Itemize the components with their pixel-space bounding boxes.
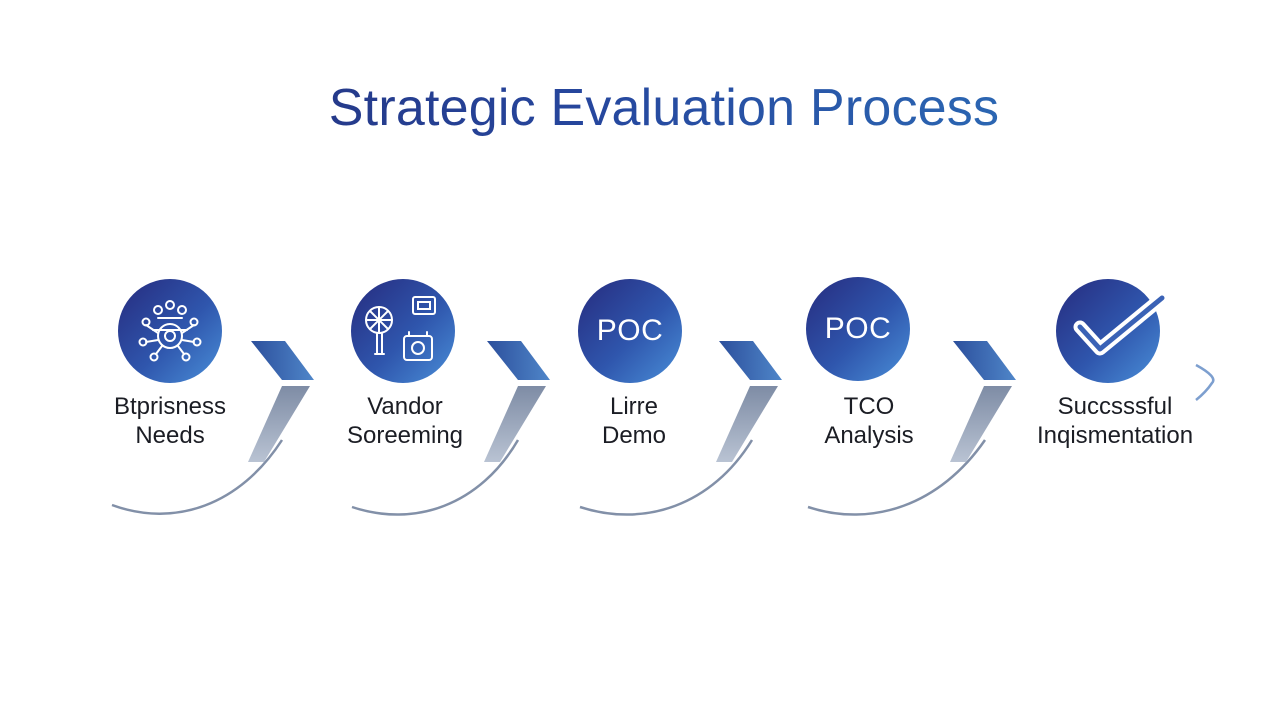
checkmark-icon	[1073, 291, 1169, 356]
step-circles	[118, 277, 1160, 383]
step-4-circle-text: POC	[824, 312, 892, 345]
step-5-circle	[1056, 279, 1160, 383]
step-5-label: Succsssful Inqismentation	[1015, 392, 1215, 450]
network-gear-icon	[138, 300, 202, 362]
step-2-label: Vandor Soreeming	[305, 392, 505, 450]
step-5-label-line2: Inqismentation	[1036, 422, 1194, 449]
swoosh-4	[807, 439, 987, 516]
step-5-label-line1: Succsssful	[1057, 393, 1173, 420]
connector-1	[248, 341, 314, 462]
step-4-label-line1: TCO	[843, 393, 895, 420]
diagram-title: Strategic Evaluation Process	[0, 78, 1280, 138]
connector-2	[484, 341, 550, 462]
step-1-label-line1: Btprisness	[113, 393, 227, 420]
vendor-screening-icon	[365, 296, 436, 361]
step-1-label: Btprisness Needs	[70, 392, 270, 450]
swoosh-curves	[111, 439, 987, 516]
step-3-circle	[578, 279, 682, 383]
step-4-circle	[806, 277, 910, 381]
timeline-arrowhead	[1195, 363, 1215, 401]
step-3-label-line2: Demo	[601, 422, 667, 449]
step-4-label-line2: Analysis	[824, 422, 914, 449]
connector-4	[950, 341, 1016, 462]
swoosh-3	[579, 439, 754, 516]
swoosh-1	[111, 439, 284, 515]
connector-ribbons	[248, 341, 1016, 462]
step-1-label-line2: Needs	[135, 422, 205, 449]
step-2-label-line2: Soreeming	[346, 422, 464, 449]
swoosh-2	[351, 439, 520, 516]
step-3-circle-text: POC	[596, 314, 664, 347]
step-3-label: Lirre Demo	[534, 392, 734, 450]
step-3-label-line1: Lirre	[609, 393, 658, 420]
connector-3	[716, 341, 782, 462]
step-2-label-line1: Vandor	[367, 393, 443, 420]
step-4-label: TCO Analysis	[769, 392, 969, 450]
step-2-circle	[351, 279, 455, 383]
